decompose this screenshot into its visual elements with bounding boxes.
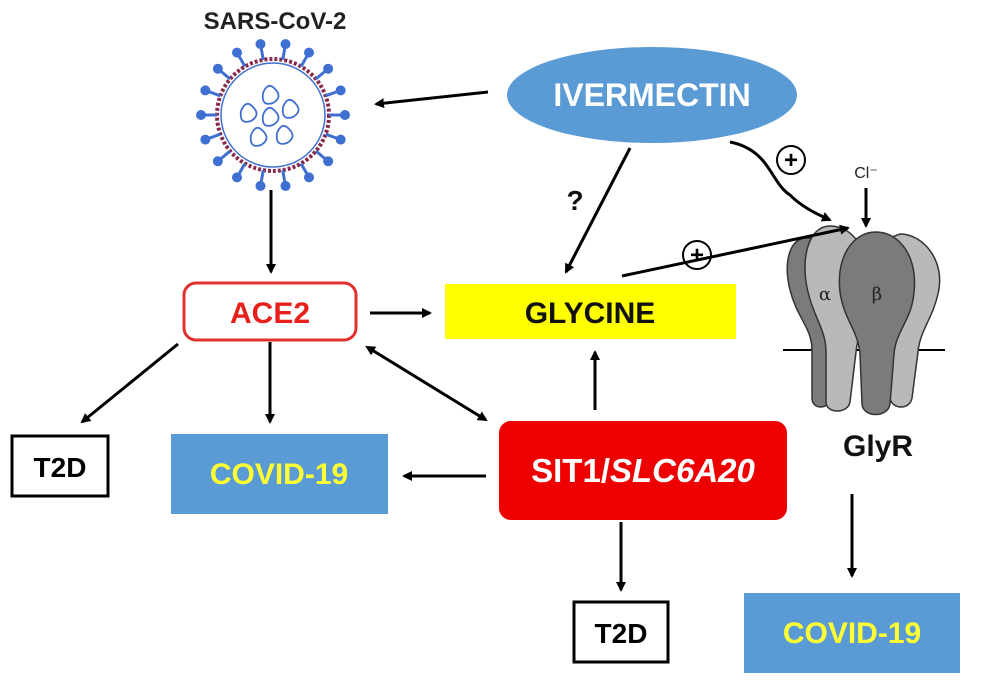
svg-text:+: + bbox=[784, 147, 798, 174]
ace2-node: ACE2 bbox=[182, 281, 358, 342]
glycine-node: GLYCINE bbox=[445, 284, 736, 339]
sit1-node: SIT1/SLC6A20 bbox=[499, 421, 787, 520]
covid-right-label: COVID-19 bbox=[783, 617, 921, 650]
glyr-beta-label: β bbox=[872, 284, 882, 305]
covid-right-node: COVID-19 bbox=[744, 593, 960, 673]
svg-text:SIT1/SLC6A20: SIT1/SLC6A20 bbox=[531, 452, 755, 489]
plus-marker-ivermectin: + bbox=[776, 145, 806, 175]
virus-label: SARS-CoV-2 bbox=[204, 8, 347, 35]
arrow-glycine-to-glyr bbox=[621, 224, 850, 278]
sit1-gene: SLC6A20 bbox=[610, 452, 756, 489]
chloride-label: Cl⁻ bbox=[854, 165, 878, 182]
ivermectin-label: IVERMECTIN bbox=[553, 77, 750, 113]
ivermectin-node: IVERMECTIN bbox=[507, 47, 797, 143]
covid-left-label: COVID-19 bbox=[210, 458, 348, 491]
glyr-alpha-label: α bbox=[819, 284, 831, 305]
arrow-ivermectin-to-glyr bbox=[729, 140, 832, 222]
arrow-ivermectin-to-virus bbox=[374, 90, 489, 109]
arrow-ivermectin-to-glycine bbox=[564, 147, 632, 274]
covid-left-node: COVID-19 bbox=[171, 434, 388, 514]
question-mark: ? bbox=[566, 185, 583, 216]
ace2-label: ACE2 bbox=[230, 297, 310, 330]
t2d-left-node: T2D bbox=[10, 434, 110, 498]
plus-marker-glycine: + bbox=[682, 240, 712, 270]
arrow-ace2-to-t2d bbox=[80, 342, 179, 424]
virus-icon bbox=[196, 39, 350, 191]
sit1-prefix: SIT1/ bbox=[531, 452, 610, 489]
svg-text:+: + bbox=[690, 242, 704, 269]
glycine-label: GLYCINE bbox=[525, 297, 656, 330]
glyr-label: GlyR bbox=[843, 430, 913, 463]
arrow-ace2-sit1-bidirectional bbox=[365, 345, 488, 422]
t2d-bottom-node: T2D bbox=[572, 600, 670, 664]
glyr-receptor-icon: α β bbox=[783, 225, 945, 416]
t2d-left-label: T2D bbox=[34, 452, 87, 483]
t2d-bottom-label: T2D bbox=[595, 618, 648, 649]
